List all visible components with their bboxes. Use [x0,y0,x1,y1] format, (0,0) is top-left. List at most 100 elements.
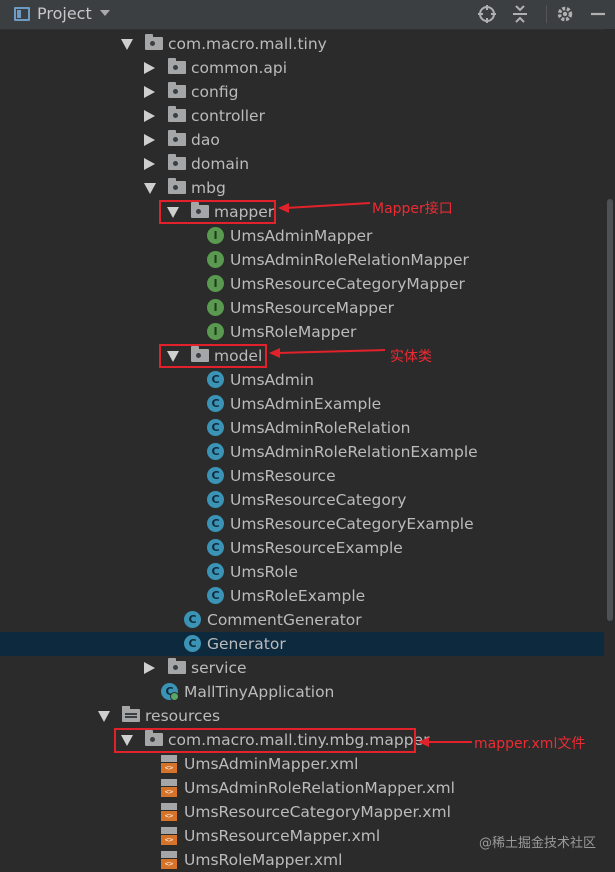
class-icon: C [207,515,224,532]
collapse-all-icon[interactable] [510,4,530,24]
expand-arrow-open-icon[interactable] [167,207,179,218]
gear-icon[interactable] [555,4,575,24]
class-icon: C [184,611,201,628]
tree-row[interactable]: I UmsAdminRoleRelationMapper [0,248,604,272]
tree-row[interactable]: mbg [0,176,604,200]
tree-row[interactable]: controller [0,104,604,128]
tree-row[interactable]: <> UmsResourceCategoryMapper.xml [0,800,604,824]
tree-item-label: UmsResource [230,467,336,485]
tree-item-label: com.macro.mall.tiny.mbg.mapper [168,731,430,749]
watermark: @稀土掘金技术社区 [479,836,597,851]
tree-row[interactable]: C UmsAdminRoleRelationExample [0,440,604,464]
package-folder-icon [145,730,163,746]
interface-icon: I [207,323,224,340]
tree-row[interactable]: service [0,656,604,680]
expand-arrow-closed-icon[interactable] [144,662,155,674]
runnable-class-icon: C [184,635,201,652]
tree-row[interactable]: C CommentGenerator [0,608,604,632]
class-icon: C [207,395,224,412]
tree-row[interactable]: common.api [0,56,604,80]
annotation-text-mapper-xml: mapper.xml文件 [474,736,586,752]
package-folder-icon [168,106,186,122]
package-folder-icon [168,58,186,74]
tree-row[interactable]: com.macro.mall.tiny.mbg.mapper [0,728,604,752]
tree-row[interactable]: resources [0,704,604,728]
expand-arrow-closed-icon[interactable] [144,134,155,146]
package-folder-icon [168,82,186,98]
tree-item-label: mapper [214,203,275,221]
tree-row[interactable]: domain [0,152,604,176]
class-icon: C [207,371,224,388]
minimize-icon[interactable] [588,4,608,24]
annotation-box-model [159,344,267,368]
annotation-arrow-mapper-xml [418,737,472,747]
expand-arrow-open-icon[interactable] [98,711,110,722]
tree-row[interactable]: config [0,80,604,104]
tree-row[interactable]: mapper [0,200,604,224]
tree-item-label: config [191,83,239,101]
expand-arrow-open-icon[interactable] [167,351,179,362]
tree-row[interactable]: <> UmsResourceMapper.xml [0,824,604,848]
tree-item-label: common.api [191,59,288,77]
tree-item-label: UmsAdminRoleRelationExample [230,443,478,461]
tree-item-label: UmsResourceMapper.xml [184,827,381,845]
scrollbar-thumb[interactable] [607,199,613,621]
xml-file-icon: <> [161,779,177,797]
tree-row[interactable]: <>UmsAdminMapper.xml [0,752,604,776]
tree-item-label: dao [191,131,220,149]
tree-row[interactable]: <>UmsRoleMapper.xml [0,848,604,872]
tree-row[interactable]: com.macro.mall.tiny [0,32,604,56]
tree-item-label: CommentGenerator [207,611,362,629]
vertical-scrollbar[interactable] [604,29,615,869]
tool-window-title[interactable]: Project [37,4,92,23]
interface-icon: I [207,251,224,268]
locate-file-icon[interactable] [477,4,497,24]
tree-item-label: UmsResourceCategoryMapper.xml [184,803,451,821]
tree-row[interactable]: model [0,344,604,368]
project-window-icon [14,7,30,21]
expand-arrow-closed-icon[interactable] [144,62,155,74]
expand-arrow-closed-icon[interactable] [144,110,155,122]
expand-arrow-open-icon[interactable] [121,39,133,50]
expand-arrow-closed-icon[interactable] [144,86,155,98]
tree-item-label: UmsRoleMapper.xml [184,851,343,869]
xml-file-icon: <> [161,803,177,821]
expand-arrow-closed-icon[interactable] [144,158,155,170]
tree-item-label: UmsResourceExample [230,539,403,557]
tree-row[interactable]: dao [0,128,604,152]
package-folder-icon [145,34,163,50]
annotation-arrow-model [269,348,386,358]
tree-item-label: controller [191,107,265,125]
tree-row[interactable]: <> UmsAdminRoleRelationMapper.xml [0,776,604,800]
class-icon: C [207,443,224,460]
expand-arrow-open-icon[interactable] [121,735,133,746]
xml-file-icon: <> [161,827,177,845]
tree-item-label: UmsAdminMapper [230,227,373,245]
tree-item-label: UmsAdminRoleRelationMapper.xml [184,779,455,797]
annotation-text-model: 实体类 [390,349,432,365]
tree-item-label: com.macro.mall.tiny [168,35,327,53]
annotation-box-mapper [159,200,276,224]
spring-application-icon: C [161,683,179,701]
xml-file-icon: <> [161,755,177,773]
tree-item-label: domain [191,155,250,173]
annotation-text-mapper: Mapper接口 [372,201,453,217]
view-dropdown-icon[interactable] [100,10,110,16]
expand-arrow-open-icon[interactable] [144,183,156,194]
tree-item-label: UmsAdminRoleRelationMapper [230,251,469,269]
